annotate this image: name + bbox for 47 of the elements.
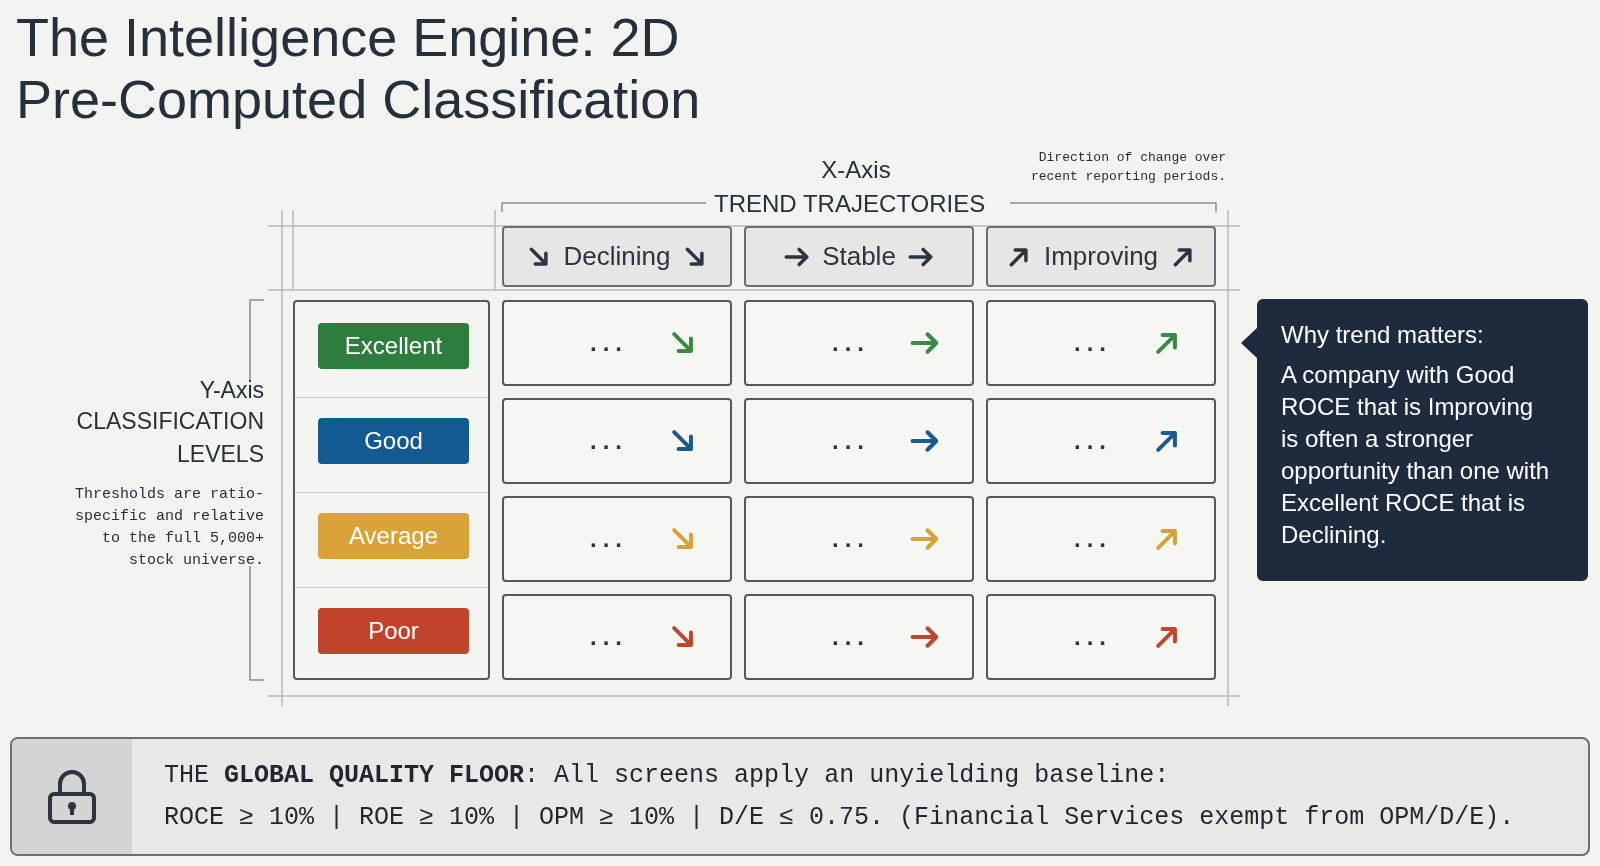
column-label: Stable	[822, 240, 896, 273]
grid-cell	[502, 398, 732, 484]
grid-cell	[986, 300, 1216, 386]
axis-subtitle: CLASSIFICATION LEVELS	[75, 407, 264, 469]
grid-cell	[744, 496, 974, 582]
grid-cell	[744, 594, 974, 680]
ellipsis-text: ...	[832, 328, 870, 358]
level-badge: Poor	[318, 608, 469, 654]
ellipsis-text: ...	[1074, 622, 1112, 652]
axis-title: Y-Axis	[198, 376, 264, 405]
column-header	[986, 226, 1216, 287]
column-header	[744, 226, 974, 287]
ellipsis-text: ...	[590, 622, 628, 652]
column-label: Declining	[563, 240, 671, 273]
grid-cell	[502, 300, 732, 386]
column-header	[502, 226, 732, 287]
callout-heading: Why trend matters:	[1281, 320, 1485, 350]
axis-note: Thresholds are ratio-specific and relative to the full 5,000+ stock universe.	[73, 485, 264, 571]
level-badge: Good	[318, 418, 469, 464]
callout-body: A company with Good ROCE that is Improving is often a stronger opportunity than one with Excellent ROCE that is Declining.	[1281, 360, 1551, 550]
floor-text: ROCE ≥ 10% | ROE ≥ 10% | OPM ≥ 10% | D/E ≤ 0.75. (Financial Services exempt from OPM/D/E).	[164, 801, 1515, 834]
grid-cell	[986, 496, 1216, 582]
ellipsis-text: ...	[832, 622, 870, 652]
grid-cell	[986, 398, 1216, 484]
ellipsis-text: ...	[590, 328, 628, 358]
ellipsis-text: ...	[1074, 426, 1112, 456]
grid-cell	[744, 300, 974, 386]
grid-cell	[986, 594, 1216, 680]
grid-cell	[502, 496, 732, 582]
column-label: Improving	[1043, 240, 1159, 273]
level-column	[293, 300, 490, 680]
ellipsis-text: ...	[832, 524, 870, 554]
ellipsis-text: ...	[590, 426, 628, 456]
grid-cell	[744, 398, 974, 484]
level-badge: Average	[318, 513, 469, 559]
axis-title: X-Axis	[820, 155, 892, 185]
axis-note: Direction of change over recent reporting periods.	[1029, 149, 1226, 186]
ellipsis-text: ...	[1074, 524, 1112, 554]
ellipsis-text: ...	[590, 524, 628, 554]
ellipsis-text: ...	[832, 426, 870, 456]
floor-text: THE GLOBAL QUALITY FLOOR: All screens apply an unyielding baseline:	[164, 760, 1171, 792]
title: The Intelligence Engine: 2D Pre-Computed Classification	[16, 6, 702, 130]
grid-cell	[502, 594, 732, 680]
level-badge: Excellent	[318, 323, 469, 369]
ellipsis-text: ...	[1074, 328, 1112, 358]
axis-subtitle: TREND TRAJECTORIES	[714, 189, 986, 219]
quality-floor-banner	[10, 737, 1590, 856]
